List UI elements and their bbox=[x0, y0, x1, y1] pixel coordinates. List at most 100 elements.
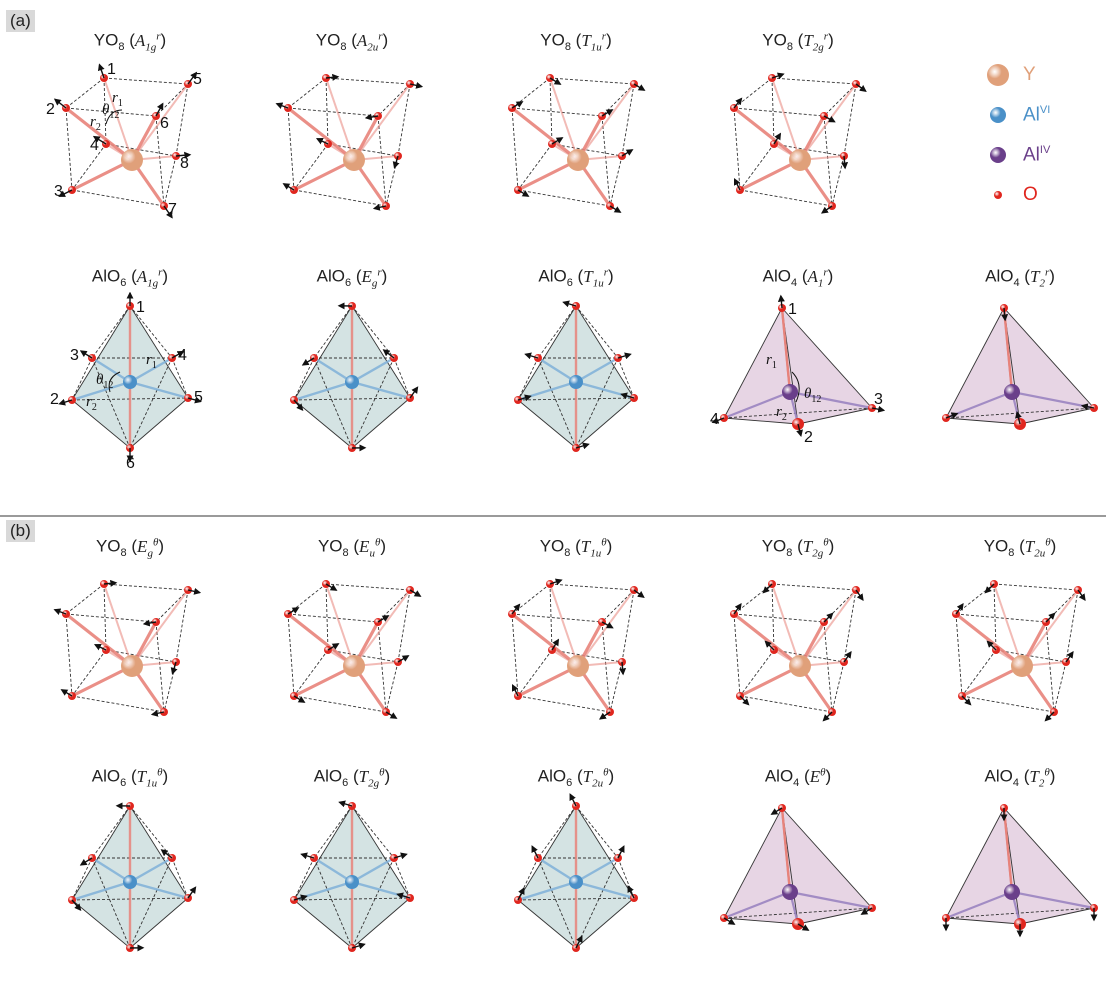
legend-label: AlVI bbox=[1023, 104, 1050, 126]
mode-diagram: AlO4 (T2r) bbox=[930, 266, 1106, 496]
polyhedron-edge bbox=[832, 156, 844, 206]
polyhedron-edge bbox=[962, 696, 1054, 712]
polyhedron-edge bbox=[104, 78, 188, 84]
polyhedron-edge bbox=[824, 622, 832, 712]
polyhedron-edge bbox=[512, 614, 518, 696]
polyhedron-edge bbox=[772, 78, 774, 144]
displacement-arrow bbox=[188, 887, 195, 898]
atom-number-label: 4 bbox=[710, 411, 719, 428]
y-atom bbox=[343, 655, 365, 677]
y-atom bbox=[567, 149, 589, 171]
polyhedron-edge bbox=[610, 662, 622, 712]
octa-polyhedron bbox=[40, 792, 220, 992]
polyhedron-edge bbox=[824, 116, 832, 206]
bond bbox=[354, 84, 410, 160]
atom-number-label: 3 bbox=[874, 391, 883, 408]
displacement-arrow bbox=[824, 614, 832, 622]
polyhedron-edge bbox=[550, 78, 634, 84]
displacement-arrow bbox=[162, 850, 172, 858]
atom-number-label: 2 bbox=[46, 101, 55, 118]
atom-number-label: 5 bbox=[193, 71, 202, 88]
mode-diagram: AlO6 (T2gθ) bbox=[262, 766, 442, 996]
polyhedron-edge bbox=[512, 108, 518, 190]
legend-label: O bbox=[1023, 184, 1038, 206]
al-iv-atom bbox=[782, 384, 798, 400]
polyhedron-edge bbox=[66, 108, 72, 190]
mode-title: AlO6 (T1uθ) bbox=[40, 766, 220, 789]
polyhedron-edge bbox=[398, 84, 410, 156]
polyhedron-edge bbox=[66, 614, 72, 696]
polyhedron-edge bbox=[72, 696, 164, 712]
polyhedron-edge bbox=[66, 614, 156, 622]
al-vi-atom-icon bbox=[985, 102, 1009, 128]
polyhedron-edge bbox=[104, 584, 188, 590]
polyhedron-edge bbox=[994, 584, 996, 650]
atom-number-label: 6 bbox=[160, 115, 169, 132]
panel-divider bbox=[0, 515, 1106, 517]
atom-number-label: 2 bbox=[804, 429, 813, 446]
y-atom bbox=[567, 655, 589, 677]
mode-diagram: YO8 (T1ur) bbox=[486, 30, 666, 260]
mode-diagram: AlO6 (T2uθ) bbox=[486, 766, 666, 996]
legend-label: AlIV bbox=[1023, 144, 1050, 166]
octa-polyhedron bbox=[486, 292, 666, 492]
y-atom bbox=[121, 149, 143, 171]
polyhedron-edge bbox=[740, 190, 832, 206]
polyhedron-edge bbox=[288, 614, 294, 696]
mode-title: AlO6 (A1gr) bbox=[40, 266, 220, 289]
polyhedron-edge bbox=[288, 584, 326, 614]
al-iv-atom-icon bbox=[985, 142, 1009, 168]
atom-number-label: 2 bbox=[50, 391, 59, 408]
al-vi-atom bbox=[569, 375, 583, 389]
mode-diagram: YO8 (Egθ) bbox=[40, 536, 220, 766]
cube-polyhedron bbox=[486, 562, 666, 762]
cube-polyhedron bbox=[40, 562, 220, 762]
mode-diagram: YO8 (T2gr) bbox=[708, 30, 888, 260]
mode-title: YO8 (T1uθ) bbox=[486, 536, 666, 559]
al-vi-atom bbox=[123, 375, 137, 389]
polyhedron-edge bbox=[610, 156, 622, 206]
polyhedron-edge bbox=[740, 696, 832, 712]
polyhedron-edge bbox=[844, 590, 856, 662]
mode-title: AlO6 (Egr) bbox=[262, 266, 442, 289]
y-atom bbox=[789, 655, 811, 677]
octa-polyhedron bbox=[262, 792, 442, 992]
octa-polyhedron bbox=[486, 792, 666, 992]
polyhedron-edge bbox=[176, 84, 188, 156]
polyhedron-edge bbox=[602, 622, 610, 712]
al-vi-atom bbox=[569, 875, 583, 889]
y-atom bbox=[343, 149, 365, 171]
mode-title: AlO4 (Eθ) bbox=[708, 766, 888, 789]
polyhedron-edge bbox=[294, 696, 386, 712]
polyhedron-edge bbox=[72, 190, 164, 206]
atom-number-label: 7 bbox=[168, 201, 177, 218]
mode-diagram: AlO6 (T1uθ) bbox=[40, 766, 220, 996]
octa-polyhedron bbox=[262, 292, 442, 492]
mode-diagram: YO8 (A2ur) bbox=[262, 30, 442, 260]
mode-title: YO8 (T2gθ) bbox=[708, 536, 888, 559]
polyhedron-edge bbox=[550, 584, 552, 650]
atom-number-label: 4 bbox=[178, 347, 187, 364]
tetra-polyhedron bbox=[930, 792, 1106, 992]
polyhedron-edge bbox=[772, 584, 856, 590]
polyhedron-edge bbox=[734, 614, 824, 622]
mode-title: AlO4 (T2r) bbox=[930, 266, 1106, 289]
polyhedron-edge bbox=[512, 78, 550, 108]
cube-polyhedron bbox=[708, 562, 888, 762]
polyhedron-edge bbox=[844, 84, 856, 156]
polyhedron-edge bbox=[512, 614, 602, 622]
mode-diagram: YO8 (Euθ) bbox=[262, 536, 442, 766]
legend-label: Y bbox=[1023, 64, 1036, 86]
polyhedron-edge bbox=[378, 622, 386, 712]
polyhedron-edge bbox=[288, 78, 326, 108]
polyhedron-edge bbox=[550, 584, 634, 590]
mode-title: YO8 (Euθ) bbox=[262, 536, 442, 559]
tetra-polyhedron bbox=[930, 292, 1106, 492]
mode-title: YO8 (T2gr) bbox=[708, 30, 888, 53]
mode-title: AlO6 (T1ur) bbox=[486, 266, 666, 289]
bond bbox=[354, 590, 410, 666]
al-vi-atom bbox=[345, 375, 359, 389]
